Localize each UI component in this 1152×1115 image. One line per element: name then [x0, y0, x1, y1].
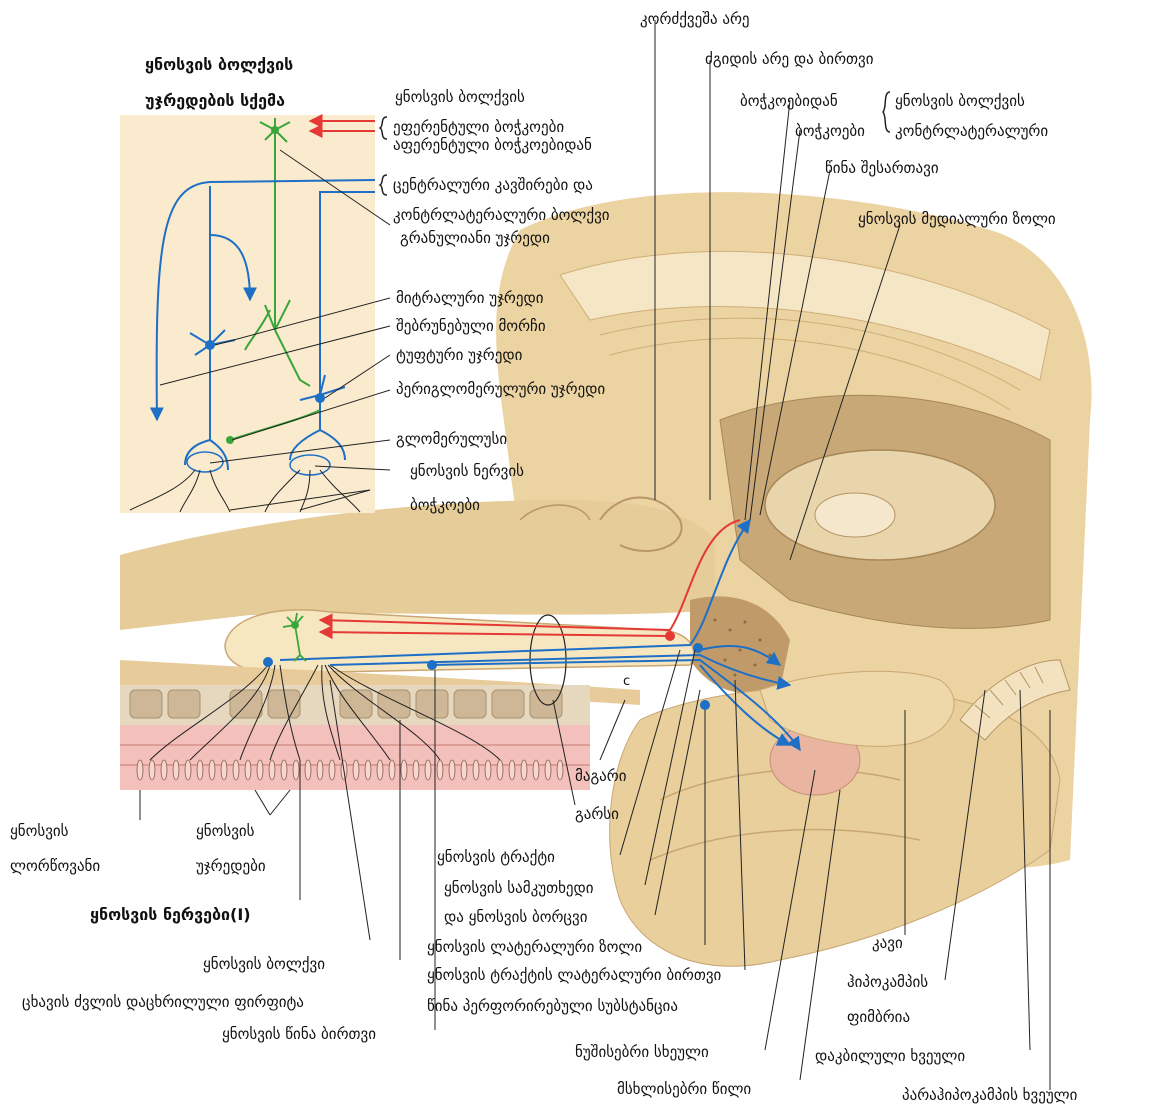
label-from-fibers: ბოჭკოებიდან [740, 92, 838, 110]
label-lateral-stria: ყნოსვის ლატერალური ზოლი [427, 938, 642, 956]
frontal-gyrus [120, 500, 715, 630]
label-olfactory-bulb-right: ყნოსვის ბოლქვის [895, 92, 1025, 110]
inset-title-line1: ყნოსვის ბოლქვის [145, 56, 293, 74]
label-central-connections: ცენტრალური კავშირები და [393, 176, 593, 194]
label-olfactory-nerve-fibers-1: ყნოსვის ნერვის [410, 462, 524, 480]
label-parahippocampal-gyrus: პარაჰიპოკამპის ხვეული [902, 1086, 1077, 1104]
inset-title-line2: უჯრედების სქემა [145, 92, 285, 110]
label-cortical-area: კორძქვეშა არე [640, 10, 750, 28]
label-fimbria-1: ჰიპოკამპის [847, 973, 928, 991]
label-recurrent-branch: შებრუნებული მორჩი [396, 317, 546, 335]
label-fibers: ბოჭკოები [795, 122, 865, 140]
label-olfactory-cells-2: უჯრედები [196, 857, 266, 875]
label-granule-cell: გრანულიანი უჯრედი [400, 229, 550, 247]
mucosa-shape [120, 725, 590, 790]
label-olfactory-mucosa-2: ლორწოვანი [10, 857, 100, 875]
label-dentate-gyrus: დაკბილული ხვეული [815, 1047, 965, 1065]
bulb-region [120, 610, 694, 790]
label-olfactory-bulb-bottom: ყნოსვის ბოლქვი [203, 955, 325, 973]
label-periglomerular-cell: პერიგლომერულური უჯრედი [396, 380, 605, 398]
label-olfactory-bulb-top: ყნოსვის ბოლქვის [395, 88, 525, 106]
label-fimbria-2: ფიმბრია [847, 1008, 910, 1026]
label-tufted-cell: ტუფტური უჯრედი [396, 346, 522, 364]
label-dura-1: მაგარი [575, 767, 627, 785]
label-anterior-perforated: წინა პერფორირებული სუბსტანცია [427, 997, 678, 1015]
label-lateral-tract-nucleus: ყნოსვის ტრაქტის ლატერალური ბირთვი [427, 966, 721, 984]
label-olfactory-nerves: ყნოსვის ნერვები(I) [90, 906, 251, 924]
label-glomerulus: გლომერულუსი [396, 430, 507, 448]
label-cribriform-plate: ცხავის ძვლის დაცხრილული ფირფიტა [22, 993, 304, 1011]
label-mitral-cell: მიტრალური უჯრედი [396, 289, 543, 307]
label-c-letter: c [623, 673, 630, 691]
label-uncus: კავი [872, 934, 903, 952]
label-anterior-commissure: წინა შესართავი [825, 159, 939, 177]
label-contralateral-bulb: კონტრლატერალური ბოლქვი [393, 206, 610, 224]
label-olfactory-tubercle: და ყნოსვის ბორცვი [444, 908, 587, 926]
label-medial-stria: ყნოსვის მედიალური ზოლი [858, 210, 1056, 228]
label-olfactory-nerve-fibers-2: ბოჭკოები [410, 496, 480, 514]
label-contralateral: კონტრლატერალური [895, 122, 1048, 140]
label-septal-area: ძგიდის არე და ბირთვი [705, 50, 873, 68]
label-olfactory-tract: ყნოსვის ტრაქტი [437, 848, 555, 866]
label-piriform-lobe: მსხლისებრი წილი [617, 1080, 751, 1098]
label-olfactory-cells-1: ყნოსვის [196, 822, 255, 840]
label-amygdala: ნუშისებრი სხეული [575, 1043, 709, 1061]
label-anterior-olfactory-nucleus: ყნოსვის წინა ბირთვი [222, 1025, 376, 1043]
label-dura-2: გარსი [575, 805, 619, 823]
label-olfactory-trigone: ყნოსვის სამკუთხედი [444, 879, 594, 897]
label-olfactory-mucosa-1: ყნოსვის [10, 822, 69, 840]
inset-panel [120, 115, 375, 513]
label-afferent-fibers: აფერენტული ბოჭკოებიდან [393, 136, 592, 154]
label-efferent-fibers: ეფერენტული ბოჭკოები [393, 118, 564, 136]
